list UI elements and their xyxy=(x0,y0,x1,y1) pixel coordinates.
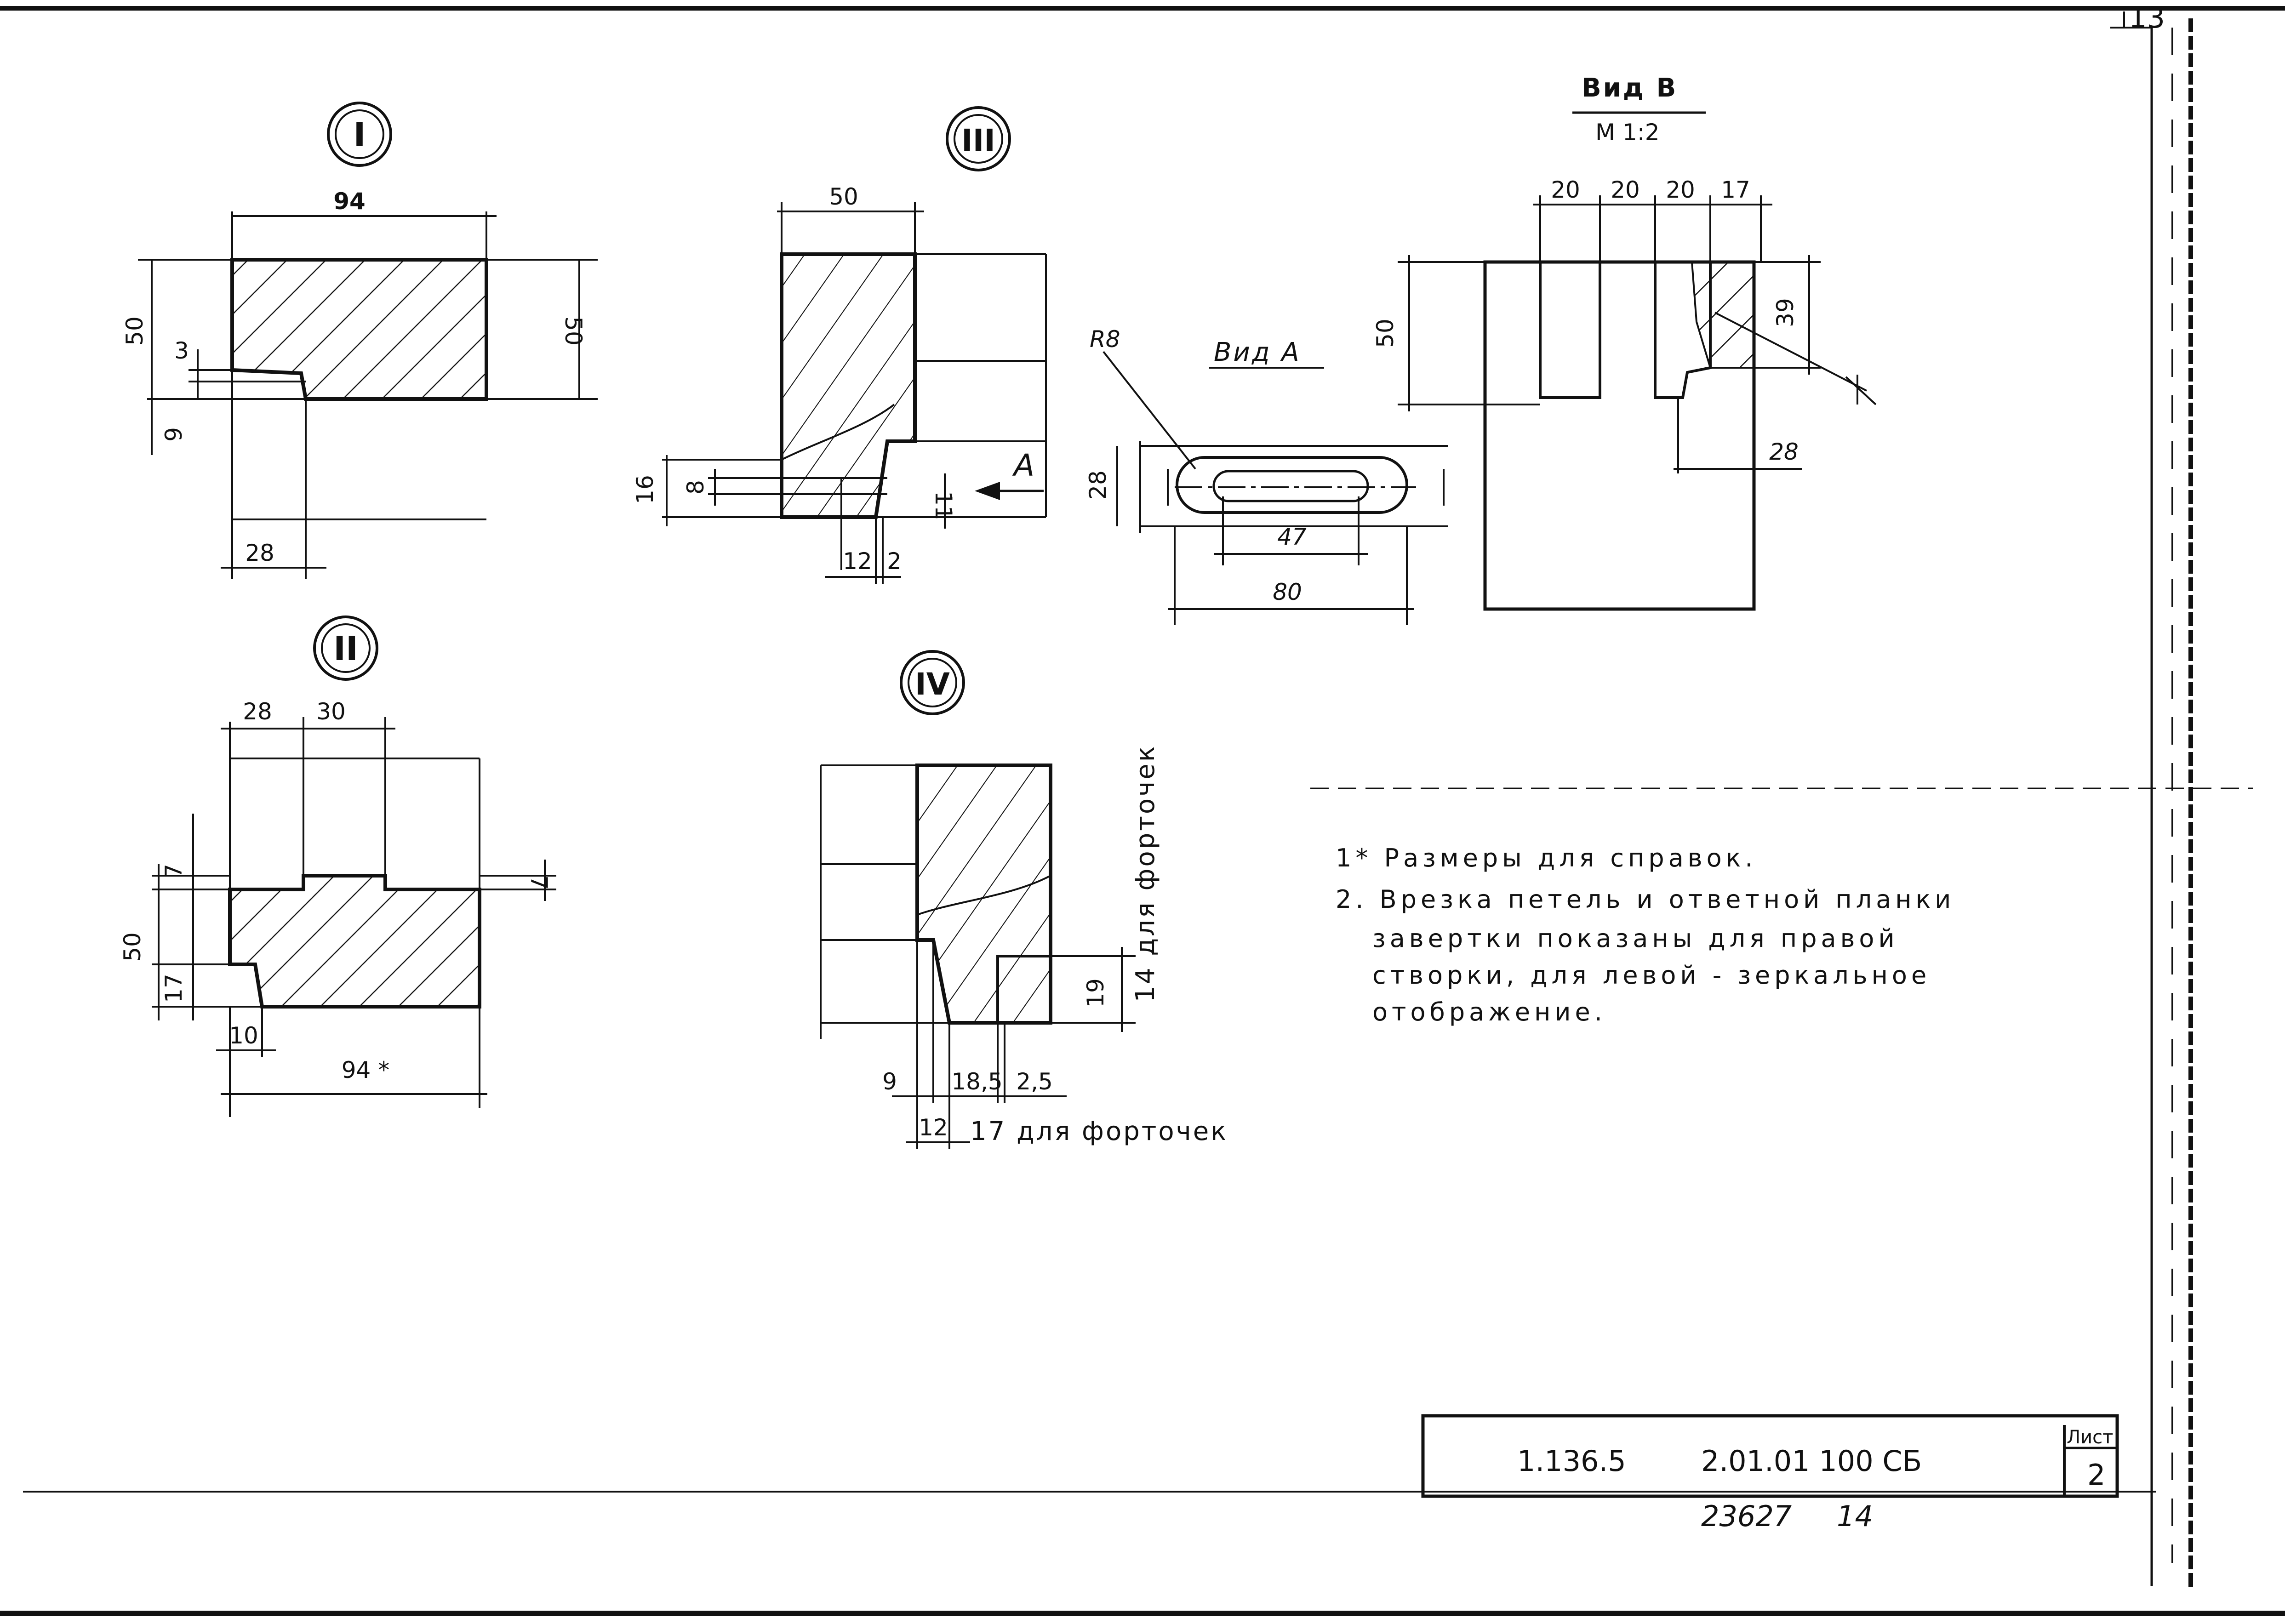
s4-dim-bottom-a: 9 xyxy=(882,1068,897,1095)
view-a-dim-radius: R8 xyxy=(1090,326,1120,353)
s4-dim-right-vertical: 14 для форточек xyxy=(1131,745,1160,1003)
view-a-slot-outer xyxy=(1176,456,1408,514)
view-a-dim-total-length: 80 xyxy=(1273,579,1302,605)
section-3-marker-circle xyxy=(946,106,1011,171)
view-b-frame xyxy=(1483,260,1756,611)
view-a-dim-height: 28 xyxy=(1085,470,1111,500)
note-line-3: завертки показаны для правой xyxy=(1372,924,1899,953)
view-a-slot-inner xyxy=(1212,470,1369,502)
section-2-marker-circle xyxy=(313,615,378,681)
section-1-profile xyxy=(230,258,488,401)
s1-dim-width: 94 xyxy=(333,188,366,215)
section-4-marker-circle xyxy=(900,650,965,715)
section-3-marker-label: III xyxy=(961,123,995,158)
note-line-5: отображение. xyxy=(1372,997,1606,1026)
s2-dim-bottom-small: 10 xyxy=(229,1022,258,1049)
s2-dim-left-lower: 17 xyxy=(160,974,187,1003)
s3-dim-right-inner: 11 xyxy=(930,491,957,520)
view-b-title: Вид В xyxy=(1582,73,1678,103)
s2-dim-top-right: 30 xyxy=(316,698,346,725)
view-b-dim-height: 50 xyxy=(1372,319,1399,348)
view-a: Вид А R8 28 47 80 xyxy=(1085,326,1448,625)
view-b-dim-top-4: 17 xyxy=(1721,177,1750,203)
view-b-dim-top-1: 20 xyxy=(1551,177,1580,203)
s3-dim-left-inner: 8 xyxy=(682,480,709,495)
s1-dim-height-left: 50 xyxy=(121,316,148,346)
title-sheet-number: 2 xyxy=(2087,1458,2105,1492)
section-1-marker-label: I xyxy=(354,115,366,154)
section-4-marker-label: IV xyxy=(915,667,950,702)
view-b: Вид В М 1:2 20 20 xyxy=(1372,73,1877,611)
section-1: I 94 50 50 3 9 28 xyxy=(121,102,598,579)
s2-dim-height: 50 xyxy=(119,932,146,962)
note-line-1: 1* Размеры для справок. xyxy=(1336,843,1757,872)
s2-dim-bottom-total: 94 * xyxy=(342,1057,390,1083)
view-a-title: Вид А xyxy=(1214,337,1301,367)
sheet-corner-number: 13 xyxy=(2129,1,2165,34)
title-code-2: 2.01.01 100 СБ xyxy=(1701,1444,1922,1478)
s2-dim-left-upper: 7 xyxy=(160,864,187,878)
section-2: II 28 30 7 7 50 17 xyxy=(119,615,556,1117)
title-archive-page: 14 xyxy=(1837,1499,1873,1533)
section-4: IV 9 18,5 2,5 12 17 для форточек 19 14 д… xyxy=(820,650,1228,1149)
s1-dim-step-small: 3 xyxy=(174,337,189,364)
section-3: III A 50 16 8 11 xyxy=(632,106,1047,584)
s1-dim-bottom: 28 xyxy=(245,540,274,566)
title-block: 1.136.5 2.01.01 100 СБ Лист 2 23627 14 xyxy=(1421,1414,2119,1533)
view-b-dim-bottom: 28 xyxy=(1769,439,1799,465)
notes-block: 1* Размеры для справок. 2. Врезка петель… xyxy=(1336,843,1955,1026)
s3-dim-left-outer: 16 xyxy=(632,475,658,504)
s3-dim-width: 50 xyxy=(829,183,858,210)
s3-arrow-label: A xyxy=(1012,448,1034,483)
s2-dim-top-left: 28 xyxy=(243,698,272,725)
title-archive-number: 23627 xyxy=(1701,1499,1792,1533)
s1-dim-height-right: 50 xyxy=(560,316,587,346)
s4-dim-bottom-e: 17 для форточек xyxy=(970,1117,1228,1146)
section-2-profile xyxy=(228,874,481,1009)
view-b-dim-top-3: 20 xyxy=(1666,177,1695,203)
section-4-profile xyxy=(915,764,1052,1025)
s2-dim-right-upper: 7 xyxy=(526,875,552,890)
view-b-scale: М 1:2 xyxy=(1595,119,1660,146)
view-a-dim-slot-length: 47 xyxy=(1277,524,1307,550)
section-1-marker-circle xyxy=(327,102,392,167)
s4-dim-bottom-d: 12 xyxy=(919,1114,948,1141)
view-b-dim-right-h: 39 xyxy=(1772,298,1799,327)
s4-dim-bottom-c: 2,5 xyxy=(1016,1068,1053,1095)
view-b-hinge-cut xyxy=(1691,261,1755,369)
view-b-dim-top-2: 20 xyxy=(1611,177,1640,203)
s4-dim-bottom-b: 18,5 xyxy=(951,1068,1002,1095)
section-2-marker-label: II xyxy=(333,629,358,668)
note-line-2: 2. Врезка петель и ответной планки xyxy=(1336,885,1955,914)
sheet-frame xyxy=(0,6,2285,1616)
s1-dim-step-lower: 9 xyxy=(160,427,187,442)
title-code-1: 1.136.5 xyxy=(1517,1444,1626,1478)
s3-dim-bottom-a: 12 xyxy=(843,548,872,575)
note-line-4: створки, для левой - зеркальное xyxy=(1372,961,1931,990)
title-sheet-label: Лист xyxy=(2067,1427,2113,1448)
s4-dim-right-h: 19 xyxy=(1082,978,1109,1008)
s3-dim-bottom-b: 2 xyxy=(887,548,902,575)
